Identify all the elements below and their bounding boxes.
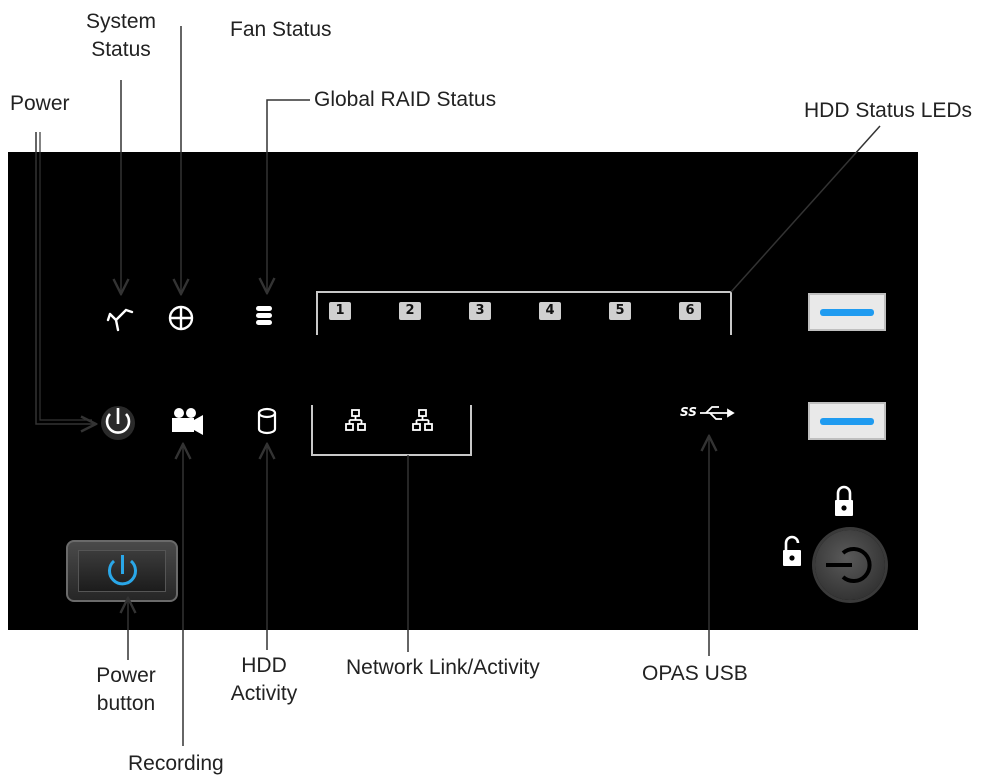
recording-label: Recording (128, 752, 224, 775)
hdd-status-leds-label: HDD Status LEDs (804, 99, 973, 122)
power-button-label: Power button (96, 664, 156, 715)
power-button-icon (108, 555, 137, 586)
power-label: Power (10, 92, 70, 115)
key-knob-symbol (826, 547, 872, 583)
recording-camera-icon (172, 408, 203, 435)
hdd-status-bracket (316, 291, 732, 335)
hdd-bay-5: 5 (609, 302, 631, 320)
network-link-activity-label: Network Link/Activity (346, 656, 540, 679)
system-status-icon (106, 308, 134, 332)
hdd-bay-6: 6 (679, 302, 701, 320)
network-icon-2 (412, 409, 433, 431)
fan-status-label: Fan Status (230, 18, 332, 41)
hdd-bay-3: 3 (469, 302, 491, 320)
hdd-activity-label: HDD Activity (230, 654, 298, 705)
network-bracket (311, 405, 472, 456)
usb-icon (700, 406, 735, 420)
global-raid-status-label: Global RAID Status (314, 88, 497, 111)
fan-status-icon (168, 305, 194, 331)
usb-port-bottom[interactable] (808, 402, 886, 440)
system-status-label: System Status (85, 10, 156, 61)
usb-ss-text: SS (680, 405, 697, 419)
network-icon (345, 409, 366, 431)
usb-port-top[interactable] (808, 293, 886, 331)
opas-usb-label: OPAS USB (642, 662, 748, 685)
lock-icon (835, 485, 853, 516)
power-led-icon (101, 406, 135, 440)
hdd-activity-icon (257, 407, 277, 435)
hdd-bay-4: 4 (539, 302, 561, 320)
unlock-icon (783, 535, 801, 566)
hdd-bay-1: 1 (329, 302, 351, 320)
hdd-bay-2: 2 (399, 302, 421, 320)
global-raid-icon (256, 306, 272, 325)
